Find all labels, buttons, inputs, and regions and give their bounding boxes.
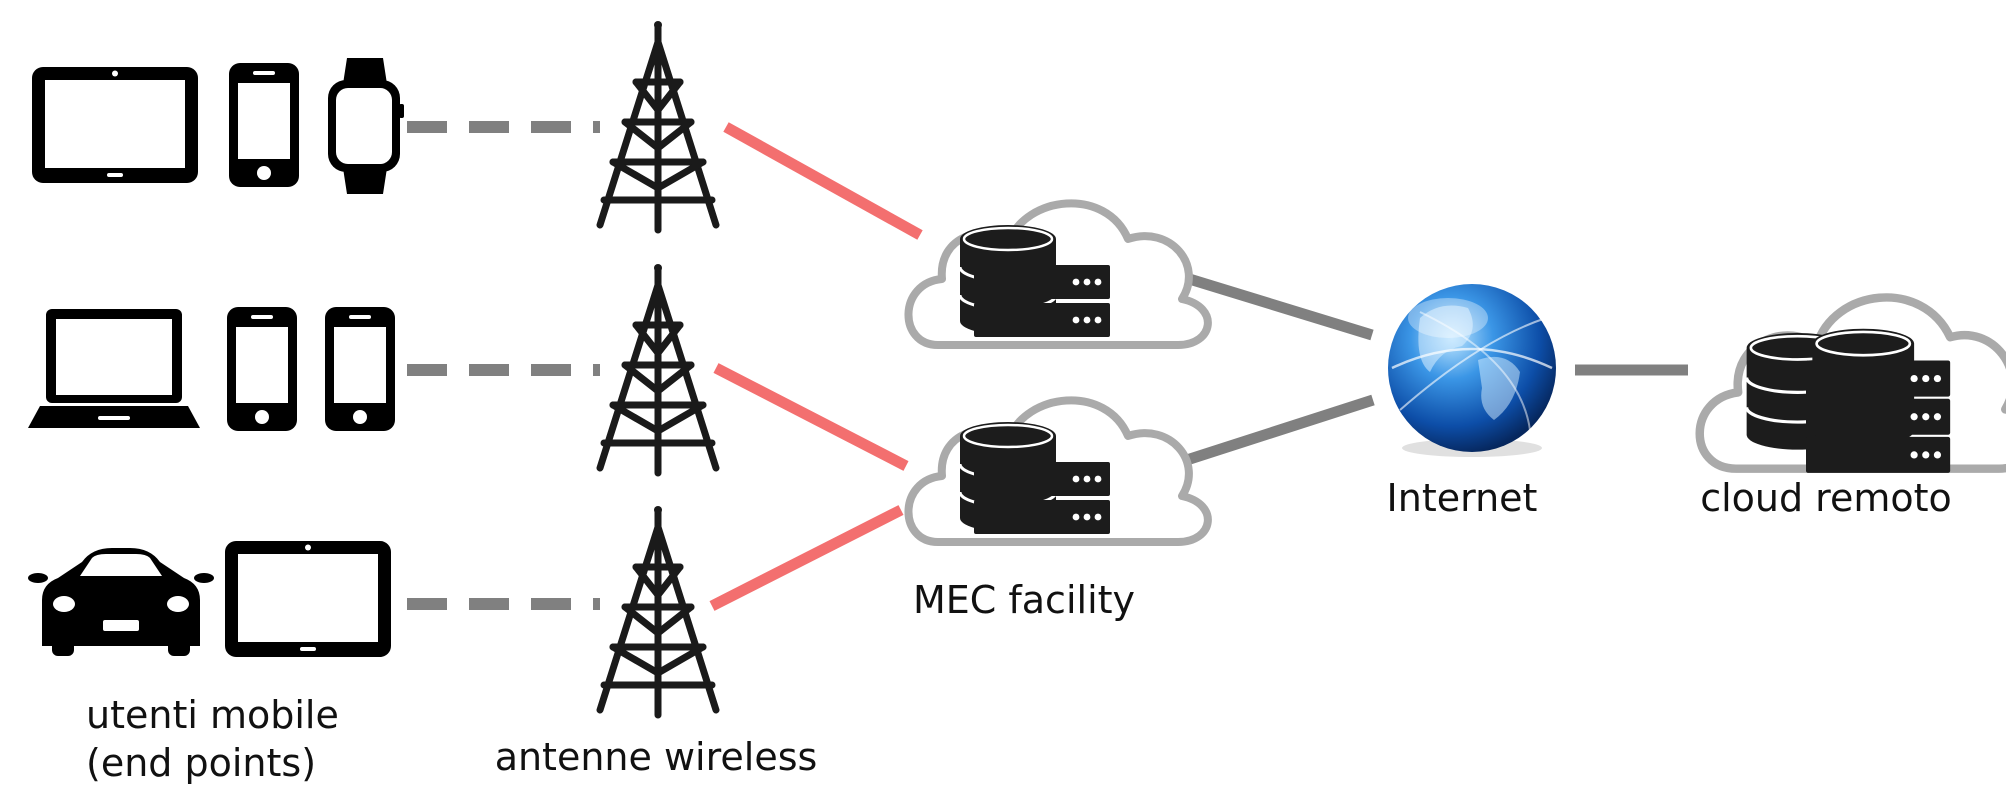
tablet-icon: [32, 67, 198, 183]
laptop-icon: [28, 309, 200, 428]
antenna-tower-icon: [600, 506, 716, 715]
antennas-label: antenne wireless: [495, 735, 818, 779]
cloud-server-icon: [908, 203, 1207, 345]
wireless-link-tower3-mec2: [709, 505, 904, 611]
wireless-link-tower1-mec1: [723, 122, 923, 240]
mobile-users-label: utenti mobile: [86, 693, 339, 737]
smartphone-icon: [227, 307, 297, 431]
mobile-users-sublabel: (end points): [86, 741, 316, 785]
antenna-tower-icon: [600, 264, 716, 473]
smartphone-icon: [229, 63, 299, 187]
smartphone-icon: [325, 307, 395, 431]
backbone-link-mec2-internet: [1160, 394, 1375, 474]
smartwatch-icon: [328, 58, 404, 194]
cloud-server-icon: [1695, 293, 2006, 473]
tablet-icon: [225, 541, 391, 657]
wireless-link-tower2-mec2: [713, 363, 909, 471]
antenna-tower-icon: [600, 21, 716, 230]
remote-cloud-label: cloud remoto: [1700, 476, 1952, 520]
internet-label: Internet: [1387, 476, 1538, 520]
car-icon: [28, 548, 214, 656]
cloud-server-icon: [908, 400, 1207, 542]
mec-facility-label: MEC facility: [913, 578, 1135, 622]
backbone-link-mec1-internet: [1158, 264, 1374, 341]
globe-icon: [1388, 284, 1556, 457]
